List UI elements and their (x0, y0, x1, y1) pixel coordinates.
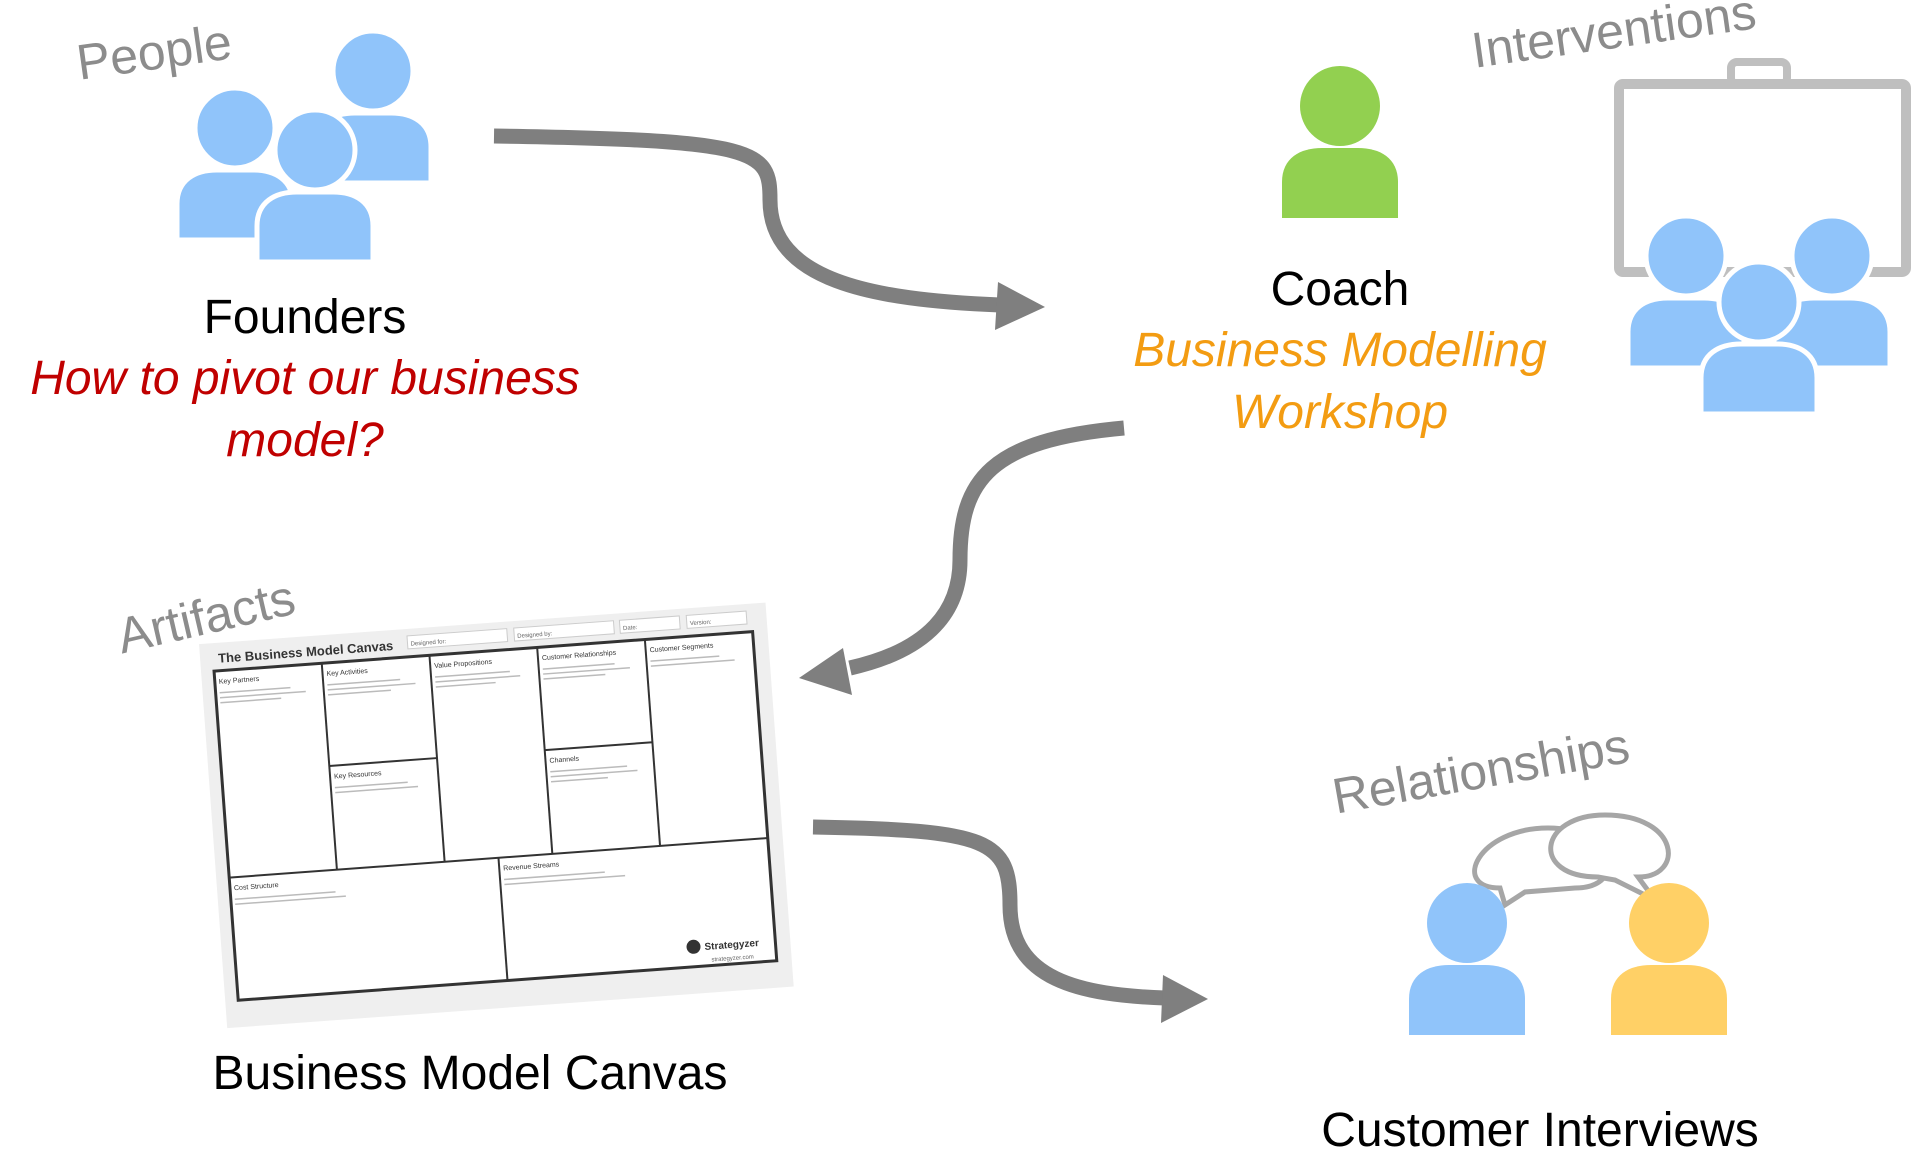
arrowhead-canvas (799, 648, 852, 695)
arrowhead-interviews (1161, 975, 1208, 1023)
canvas-customer-segments: Customer Segments (649, 642, 714, 654)
coach-workshop-line1: Business Modelling (1133, 324, 1547, 377)
canvas-revenue-streams: Revenue Streams (503, 861, 560, 872)
coach-person-icon (1282, 66, 1398, 218)
coach-workshop-line2: Workshop (1231, 386, 1449, 439)
canvas-key-partners: Key Partners (219, 676, 260, 686)
customer-interview-people-icon (1409, 883, 1727, 1035)
canvas-value-propositions: Value Propositions (434, 659, 493, 670)
canvas-key-activities: Key Activities (326, 668, 368, 678)
canvas-key-resources: Key Resources (334, 770, 382, 780)
canvas-cost-structure: Cost Structure (234, 882, 279, 892)
svg-text:strategyzer.com: strategyzer.com (711, 954, 754, 963)
interviews-caption: Customer Interviews (1321, 1104, 1759, 1157)
coach-workshop: Business Modelling Workshop (1095, 320, 1585, 444)
arrow-canvas-to-interviews (812, 819, 1166, 1006)
founders-title: Founders (203, 291, 407, 344)
arrow-coach-to-canvas (848, 420, 1125, 676)
whiteboard-group-icon (1614, 58, 1911, 414)
arrow-founders-to-coach (493, 128, 1001, 313)
canvas-caption: Business Model Canvas (212, 1047, 728, 1100)
founders-question-line1: How to pivot our business (30, 352, 580, 405)
speech-bubbles-icon (1472, 812, 1671, 909)
svg-text:Designed by:: Designed by: (517, 631, 553, 640)
founders-question-line2: model? (226, 414, 384, 467)
canvas-channels: Channels (549, 756, 580, 765)
coach-title: Coach (1270, 263, 1410, 316)
svg-text:Designed for:: Designed for: (410, 639, 446, 648)
canvas-brand: Strategyzer (704, 938, 759, 953)
svg-text:Date:: Date: (623, 625, 638, 632)
arrow-heads (799, 282, 1208, 1023)
flow-arrows (493, 128, 1166, 1006)
svg-text:Version:: Version: (690, 620, 712, 628)
arrowhead-coach (995, 282, 1045, 330)
business-model-canvas-image: The Business Model Canvas Designed for: … (199, 602, 794, 1029)
founders-question: How to pivot our business model? (0, 348, 610, 472)
